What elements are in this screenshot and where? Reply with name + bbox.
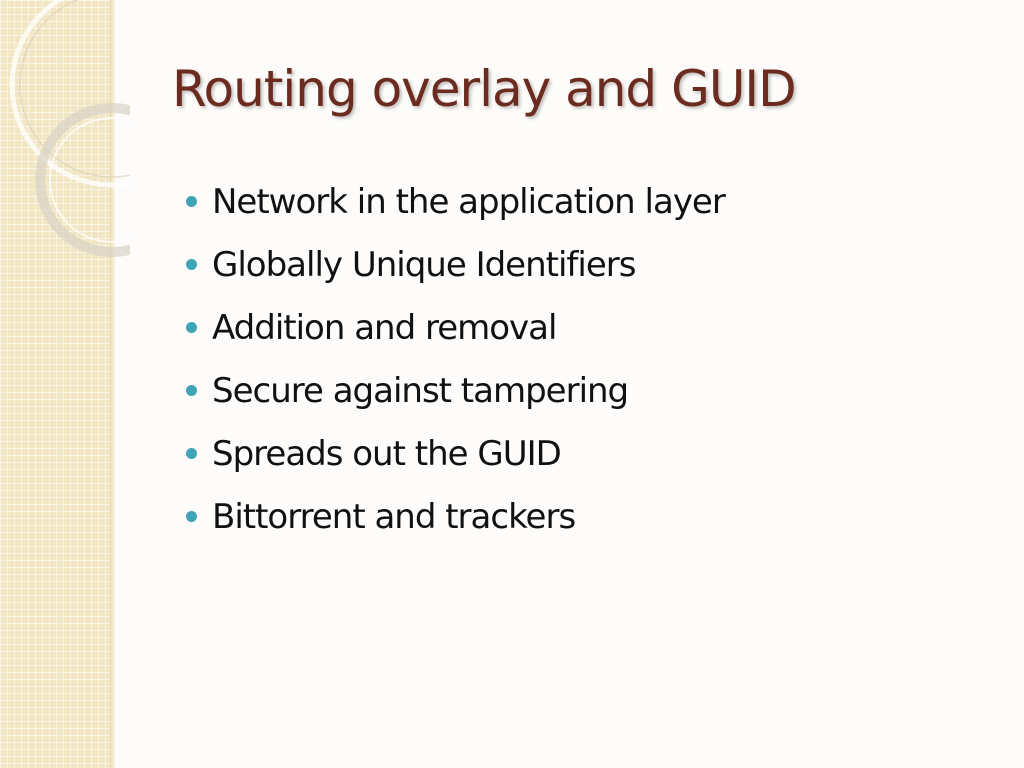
bullet-dot-icon <box>186 259 197 270</box>
bullet-item: Network in the application layer <box>186 170 726 233</box>
bullet-text: Secure against tampering <box>212 370 629 411</box>
side-panel-edge <box>110 0 116 768</box>
bullet-text: Addition and removal <box>212 307 557 348</box>
bullet-dot-icon <box>186 511 197 522</box>
concentric-rings-decoration <box>9 0 130 257</box>
bullet-text: Bittorrent and trackers <box>212 496 576 537</box>
bullet-text: Globally Unique Identifiers <box>212 244 636 285</box>
bullet-list: Network in the application layer Globall… <box>186 170 726 548</box>
bullet-item: Globally Unique Identifiers <box>186 233 725 296</box>
bullet-item: Secure against tampering <box>186 359 725 422</box>
bullet-text: Spreads out the GUID <box>212 433 562 474</box>
bullet-item: Addition and removal <box>186 296 725 359</box>
bullet-dot-icon <box>186 196 197 207</box>
bullet-dot-icon <box>186 385 197 396</box>
bullet-text: Network in the application layer <box>212 181 726 222</box>
bullet-dot-icon <box>186 322 197 333</box>
slide-title: Routing overlay and GUID <box>172 60 797 118</box>
bullet-dot-icon <box>186 448 197 459</box>
bullet-item: Spreads out the GUID <box>186 422 725 485</box>
bullet-item: Bittorrent and trackers <box>186 485 725 548</box>
